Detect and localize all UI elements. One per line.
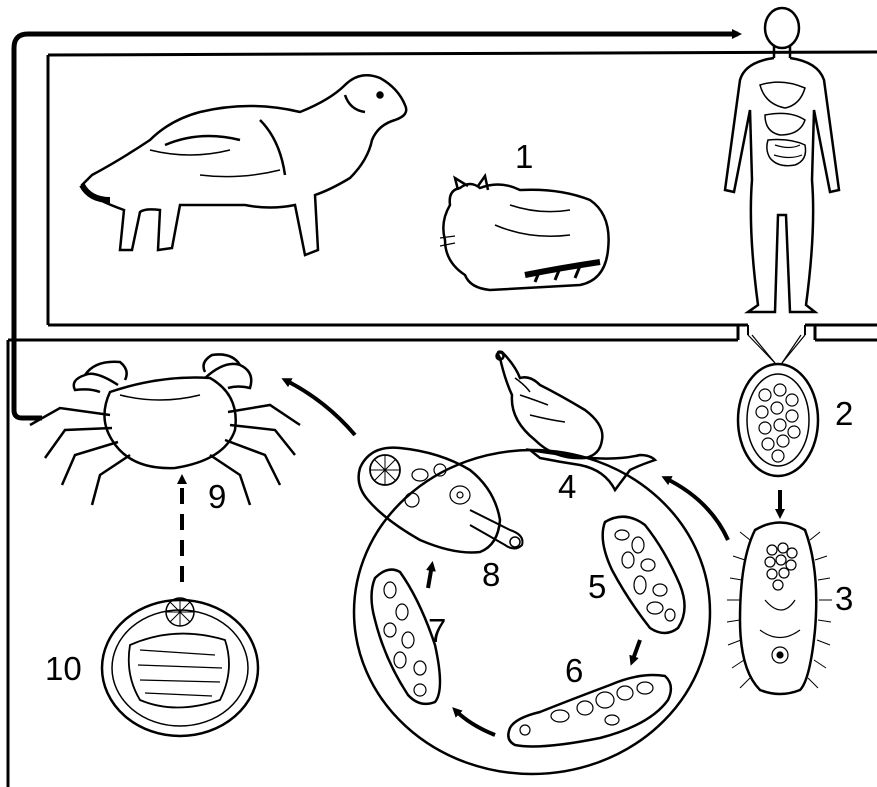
cycle-arrows [182, 380, 780, 735]
cercaria-icon [359, 448, 523, 553]
cat-icon [440, 176, 609, 290]
label-9: 9 [208, 478, 226, 515]
funnel-lines [748, 335, 805, 363]
label-7: 7 [428, 612, 446, 649]
miracidium-icon [727, 523, 832, 695]
label-2: 2 [835, 395, 853, 432]
arrow-cercaria-to-crab [285, 380, 355, 435]
label-4: 4 [558, 468, 576, 505]
arrow-miracidium-to-snail [665, 478, 728, 540]
arrow-cercariae-to-cercaria [428, 565, 432, 588]
crab-icon [30, 354, 300, 505]
label-8: 8 [482, 556, 500, 593]
metacercaria-cyst-icon [102, 598, 258, 736]
arrow-redia-to-cercariae [455, 710, 495, 735]
label-3: 3 [835, 580, 853, 617]
sporocyst-icon [603, 517, 685, 633]
label-1: 1 [515, 138, 533, 175]
label-10: 10 [45, 650, 82, 687]
egg-icon [738, 364, 818, 476]
dog-icon [82, 75, 406, 255]
label-6: 6 [565, 652, 583, 689]
label-5: 5 [588, 568, 606, 605]
arrow-sporocyst-to-redia [632, 640, 640, 662]
